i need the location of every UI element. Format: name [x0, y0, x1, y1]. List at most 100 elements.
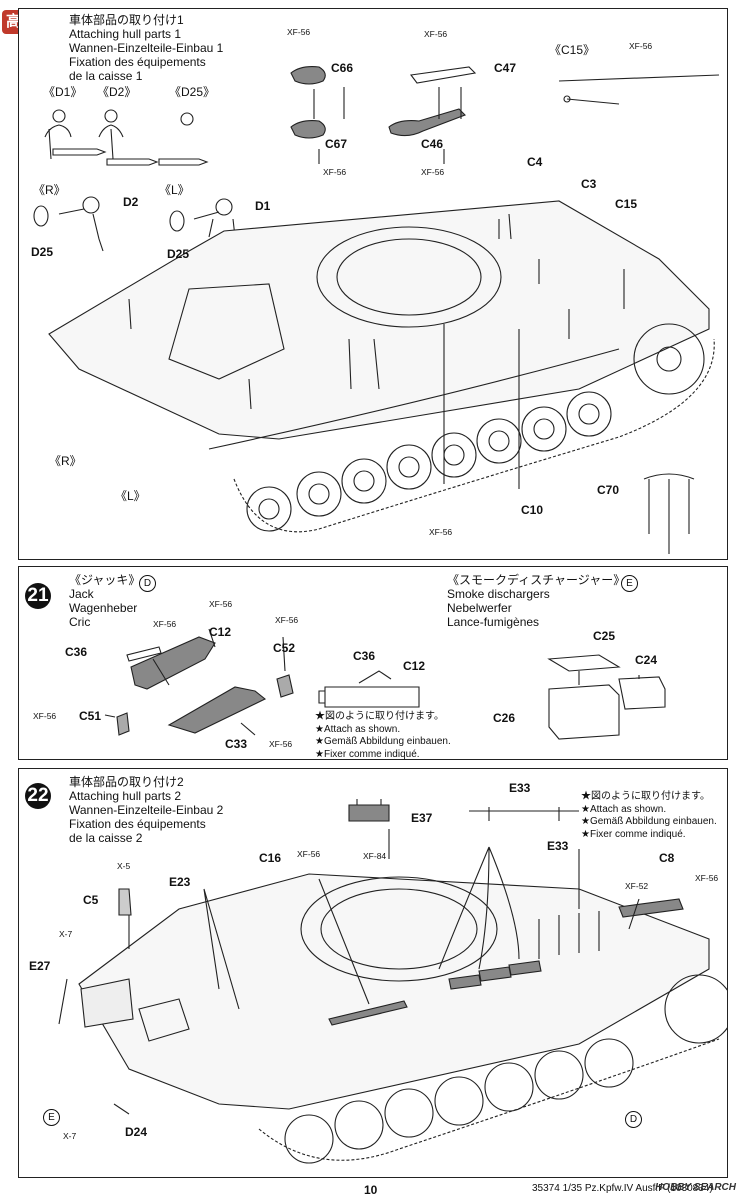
kit-name: Pz.Kpfw.IV Ausf.F (1030834)	[584, 1183, 713, 1194]
label-d25-l: D25	[167, 247, 190, 261]
label-e37: E37	[411, 811, 433, 825]
label-d2: D2	[123, 195, 139, 209]
title-line: Smoke dischargers	[447, 587, 550, 601]
title-line: Wagenheber	[69, 601, 138, 615]
title-line: Nebelwerfer	[447, 601, 512, 615]
note-line: ★Gemäß Abbildung einbauen.	[315, 736, 451, 747]
step-21-number: 21	[25, 583, 51, 609]
title-line: 《スモークディスチャージャー》	[447, 573, 626, 587]
label-l-group: 《L》	[159, 183, 190, 197]
paint-xf-c51: XF-56	[33, 711, 57, 721]
title-line: Wannen-Einzelteile-Einbau 2	[69, 803, 224, 817]
step-22-panel: 22 車体部品の取り付け2 Attaching hull parts 2 Wan…	[18, 768, 728, 1178]
label-c8: C8	[659, 851, 675, 865]
label-d25-r: D25	[31, 245, 54, 259]
label-d1-group: 《D1》	[43, 85, 83, 99]
step-21-panel: 21 《ジャッキ》 Jack Wagenheber Cric D 《スモークディ…	[18, 566, 728, 760]
note-line: ★Gemäß Abbildung einbauen.	[581, 816, 717, 827]
step-20-title: 車体部品の取り付け1 Attaching hull parts 1 Wannen…	[69, 13, 223, 83]
paint-xf-c47: XF-56	[424, 29, 448, 39]
kit-scale: 1/35	[562, 1183, 583, 1194]
title-line: Attaching hull parts 1	[69, 27, 182, 41]
label-c10: C10	[521, 503, 544, 517]
label-r-group: 《R》	[33, 183, 66, 197]
step-21-illustration	[104, 628, 666, 740]
paint-xf-c52: XF-56	[275, 615, 299, 625]
step-21-note: ★図のように取り付けます。 ★Attach as shown. ★Gemäß A…	[315, 711, 451, 760]
label-c24: C24	[635, 653, 658, 667]
paint-x-5: X-5	[117, 861, 131, 871]
step-22-title: 車体部品の取り付け2 Attaching hull parts 2 Wannen…	[69, 775, 223, 845]
step-21-smoke-title: 《スモークディスチャージャー》 Smoke dischargers Nebelw…	[447, 573, 625, 629]
watermark-hobby-search: HOBBY SEARCH	[655, 1182, 736, 1193]
page-number: 10	[364, 1183, 378, 1197]
label-c12-assembled: C12	[403, 659, 426, 673]
label-c33: C33	[225, 737, 248, 751]
paint-xf-c10: XF-56	[429, 527, 453, 537]
label-d1: D1	[255, 199, 271, 213]
title-line: 車体部品の取り付け1	[69, 13, 184, 27]
paint-xf-c67: XF-56	[323, 167, 347, 177]
label-d24: D24	[125, 1125, 148, 1139]
label-c52: C52	[273, 641, 296, 655]
note-line: ★Attach as shown.	[581, 803, 667, 815]
label-c36-assembled: C36	[353, 649, 376, 663]
note-line: ★Attach as shown.	[315, 723, 401, 735]
smoke-mark-e: E	[621, 575, 638, 592]
paint-xf-c12: XF-56	[209, 599, 233, 609]
title-line: 《ジャッキ》	[69, 573, 141, 587]
label-c4: C4	[527, 155, 543, 169]
footer-code: 35374 1/35 Pz.Kpfw.IV Ausf.F (1030834)	[532, 1183, 713, 1194]
label-c70: C70	[597, 483, 620, 497]
paint-xf-c16: XF-56	[297, 849, 321, 859]
label-c25: C25	[593, 629, 616, 643]
step-22-number: 22	[25, 783, 51, 809]
note-line: ★図のように取り付けます。	[581, 791, 710, 802]
label-c15: C15	[615, 197, 638, 211]
jack-mark-d: D	[139, 575, 156, 592]
mark-d: D	[625, 1111, 642, 1128]
title-line: Jack	[69, 587, 94, 601]
title-line: Lance-fumigènes	[447, 615, 540, 629]
step-20-illustration	[33, 66, 720, 554]
step-21-jack-title: 《ジャッキ》 Jack Wagenheber Cric	[69, 573, 140, 629]
title-line: Fixation des équipements	[69, 817, 206, 831]
label-c3: C3	[581, 177, 597, 191]
note-line: ★Fixer comme indiqué.	[315, 748, 420, 760]
label-r-body: 《R》	[49, 454, 82, 468]
label-d2-group: 《D2》	[97, 85, 137, 99]
step-20-panel: 車体部品の取り付け1 Attaching hull parts 1 Wannen…	[18, 8, 728, 560]
paint-xf-52: XF-52	[625, 881, 649, 891]
paint-xf-c33: XF-56	[269, 739, 293, 749]
label-c26: C26	[493, 711, 516, 725]
label-e27: E27	[29, 959, 51, 973]
title-line: Fixation des équipements	[69, 55, 206, 69]
paint-xf-84: XF-84	[363, 851, 387, 861]
title-line: Attaching hull parts 2	[69, 789, 182, 803]
paint-xf-c46: XF-56	[421, 167, 445, 177]
title-line: Cric	[69, 615, 91, 629]
paint-xf-c8: XF-56	[695, 873, 719, 883]
kit-code: 35374	[532, 1183, 560, 1194]
label-c5: C5	[83, 893, 99, 907]
note-line: ★図のように取り付けます。	[315, 711, 444, 722]
step-22-illustration	[58, 799, 727, 1164]
label-c67: C67	[325, 137, 348, 151]
note-line: ★Fixer comme indiqué.	[581, 828, 686, 840]
label-c36: C36	[65, 645, 88, 659]
label-d25-group: 《D25》	[169, 85, 216, 99]
label-c46: C46	[421, 137, 444, 151]
title-line: de la caisse 2	[69, 831, 143, 845]
label-e33-top: E33	[509, 781, 531, 795]
title-line: Wannen-Einzelteile-Einbau 1	[69, 41, 224, 55]
label-c16: C16	[259, 851, 282, 865]
label-l-body: 《L》	[115, 489, 146, 503]
title-line: 車体部品の取り付け2	[69, 775, 184, 789]
paint-x-7-e27: X-7	[59, 929, 73, 939]
paint-xf-c66: XF-56	[287, 27, 311, 37]
label-e33: E33	[547, 839, 569, 853]
label-c66: C66	[331, 61, 354, 75]
label-c15-group: 《C15》	[549, 43, 596, 57]
paint-x-7-d24: X-7	[63, 1131, 77, 1141]
title-line: de la caisse 1	[69, 69, 143, 83]
